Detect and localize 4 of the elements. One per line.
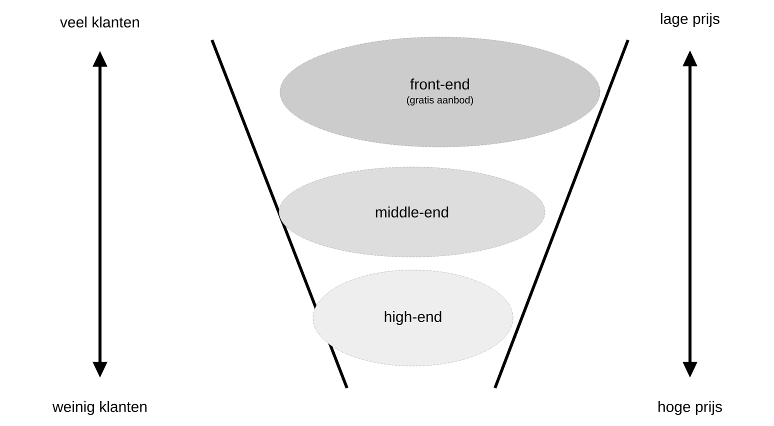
- scale-label: lage prijs: [661, 13, 720, 27]
- scale-label: hoge prijs: [658, 401, 722, 415]
- scale-label: veel klanten: [60, 16, 140, 28]
- scale-label: weinig klanten: [52, 401, 147, 415]
